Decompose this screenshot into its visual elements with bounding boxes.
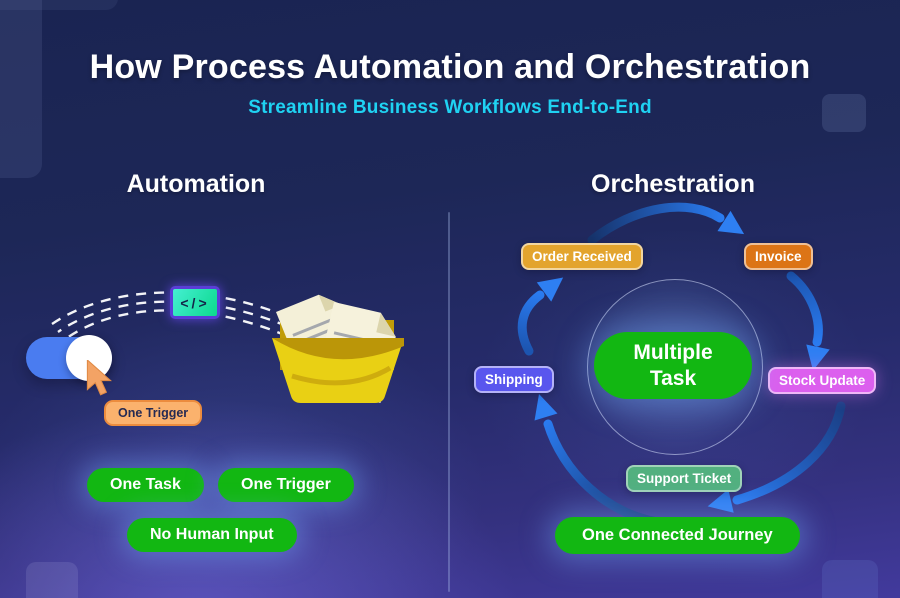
decor-rounded-rect-top-left — [0, 0, 42, 178]
cursor-icon — [86, 360, 113, 396]
section-divider — [448, 212, 450, 592]
document-paper-right — [314, 302, 396, 404]
badge-stock-update: Stock Update — [768, 367, 877, 394]
decor-rounded-square-bottom-right — [822, 560, 878, 598]
document-paper-left — [276, 294, 367, 390]
automation-heading: Automation — [126, 170, 266, 198]
automation-pill-one-task: One Task — [87, 468, 204, 502]
automation-pill-no-human-input: No Human Input — [127, 518, 297, 552]
page-title: How Process Automation and Orchestration — [89, 48, 811, 86]
badge-invoice: Invoice — [744, 243, 813, 270]
badge-shipping: Shipping — [474, 366, 554, 393]
badge-support-ticket: Support Ticket — [626, 465, 743, 492]
decor-rounded-square-right — [822, 94, 866, 132]
orchestration-heading: Orchestration — [591, 170, 755, 198]
decor-rounded-square-top — [0, 0, 118, 10]
multiple-task-line2: Task — [649, 366, 697, 390]
page-subtitle: Streamline Business Workflows End-to-End — [248, 97, 652, 118]
code-snippet-icon: </> — [170, 286, 220, 319]
multiple-task-pill: Multiple Task — [594, 332, 752, 399]
one-connected-journey-pill: One Connected Journey — [555, 517, 800, 554]
one-trigger-tag: One Trigger — [104, 400, 203, 426]
automation-pill-one-trigger: One Trigger — [218, 468, 354, 502]
multiple-task-line1: Multiple — [633, 340, 713, 364]
document-folder-graphic — [272, 294, 404, 404]
badge-order-received: Order Received — [521, 243, 643, 270]
decor-rounded-square-bottom-left — [26, 562, 78, 598]
